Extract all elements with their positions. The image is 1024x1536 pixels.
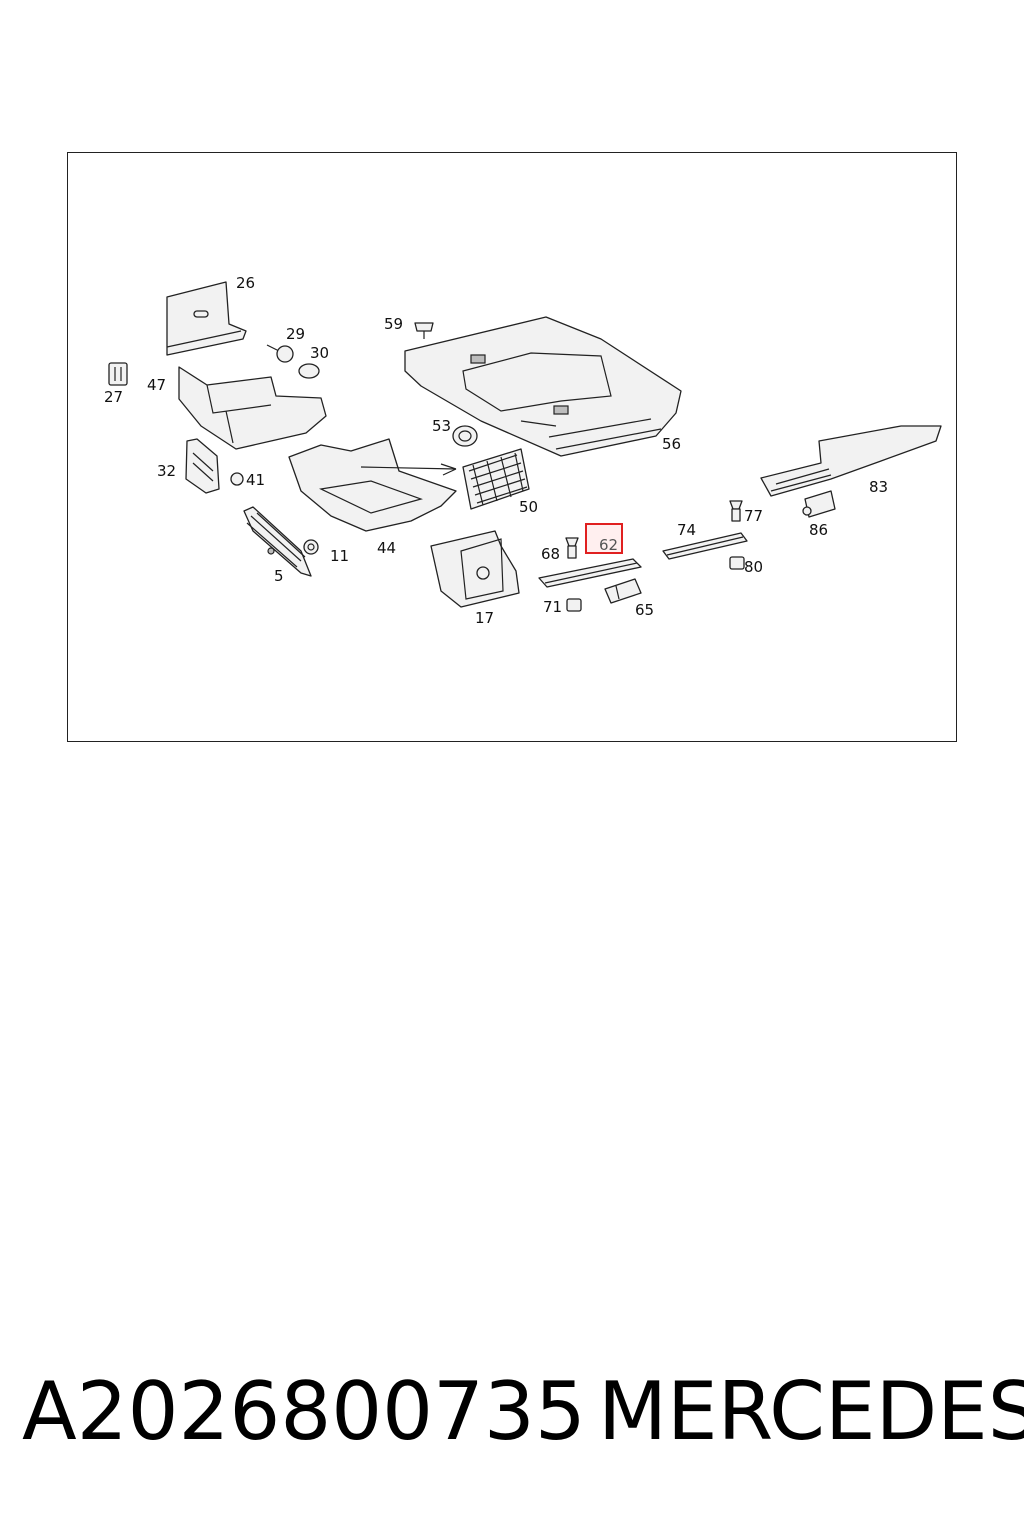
callout-26: 26 [236,274,255,292]
part-41-nut [230,472,244,486]
part-47-trim [178,366,327,450]
callout-71: 71 [543,598,562,616]
part-17-panel [430,530,520,608]
part-68-clip [565,537,579,559]
parts-diagram-frame: 26 29 30 27 47 32 41 5 11 44 59 53 56 50… [67,152,957,742]
callout-32: 32 [157,462,176,480]
callout-74: 74 [677,521,696,539]
part-83-sill-cover [760,425,942,497]
part-number: A2026800735 [22,1365,586,1458]
callout-17: 17 [475,609,494,627]
callout-50: 50 [519,498,538,516]
part-80-clip [729,556,745,570]
part-53-grommet [452,425,478,447]
part-27-clip [108,362,128,386]
part-65-bracket [604,578,642,604]
callout-29: 29 [286,325,305,343]
callout-44: 44 [377,539,396,557]
part-62-sill [538,558,642,588]
brand-name: MERCEDES [598,1365,1024,1458]
part-26-panel [166,281,247,356]
callout-65: 65 [635,601,654,619]
part-29-screw [266,344,294,363]
part-44-carpet [288,438,457,532]
part-11-nut [303,539,319,555]
part-86-bracket [802,490,836,518]
callout-5: 5 [274,567,284,585]
callout-53: 53 [432,417,451,435]
part-59-clip [414,322,434,339]
parts-diagram: 26 29 30 27 47 32 41 5 11 44 59 53 56 50… [104,274,942,627]
part-30-cap [298,363,320,379]
part-77-clip [729,500,743,522]
part-71-clip [566,598,582,612]
callout-62-highlight [585,523,623,554]
callout-30: 30 [310,344,329,362]
callout-47: 47 [147,376,166,394]
callout-56: 56 [662,435,681,453]
callout-62: 62 [599,536,618,554]
callout-86: 86 [809,521,828,539]
callout-83: 83 [869,478,888,496]
callout-59: 59 [384,315,403,333]
callout-77: 77 [744,507,763,525]
part-56-floor [404,316,682,457]
callout-41: 41 [246,471,265,489]
callout-27: 27 [104,388,123,406]
part-74-strip [662,532,748,560]
part-32-bracket [185,438,220,494]
callout-11: 11 [330,547,349,565]
callout-80: 80 [744,558,763,576]
part-5-grille [243,506,312,577]
callout-labels: 26 29 30 27 47 32 41 5 11 44 59 53 56 50… [104,274,888,627]
callout-68: 68 [541,545,560,563]
part-50-mat [462,448,530,510]
